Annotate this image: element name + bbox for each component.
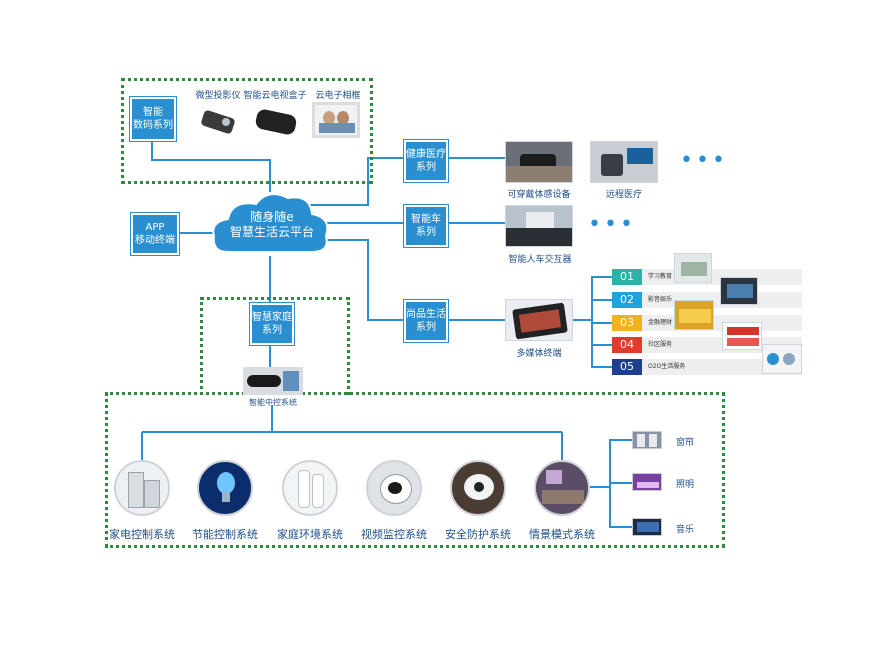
list-item-number: 03 xyxy=(612,315,642,331)
life-series-box[interactable]: 尚品生活 系列 xyxy=(403,299,449,343)
curtain-image xyxy=(632,431,662,449)
home-region xyxy=(105,392,725,548)
projector-label: 微型投影仪 xyxy=(195,91,241,101)
app-box[interactable]: APP 移动终端 xyxy=(130,212,180,256)
app-box-line2: 移动终端 xyxy=(135,235,175,246)
scene-mode-icon[interactable] xyxy=(534,460,590,516)
multimedia-terminal-image xyxy=(505,299,573,341)
energy-control-label: 节能控制系统 xyxy=(192,528,258,541)
entertainment-image xyxy=(720,277,758,305)
car-interaction-label: 智能人车交互器 xyxy=(508,255,572,265)
o2o-image xyxy=(762,344,802,374)
health-series-box[interactable]: 健康医疗 系列 xyxy=(403,139,449,183)
multimedia-terminal-label: 多媒体终端 xyxy=(516,349,562,359)
music-image xyxy=(632,518,662,536)
curtain-label: 窗帘 xyxy=(676,438,695,448)
list-item[interactable] xyxy=(612,359,802,375)
digital-region xyxy=(121,78,373,184)
home-box-line2: 系列 xyxy=(262,325,282,336)
environment-control-label: 家庭环境系统 xyxy=(277,528,343,541)
list-item-number: 02 xyxy=(612,292,642,308)
cloud-shape xyxy=(212,193,329,253)
music-label: 音乐 xyxy=(676,525,695,535)
app-box-line1: APP xyxy=(145,222,165,233)
projector-image xyxy=(192,102,242,142)
car-more-dots: ••• xyxy=(588,212,636,237)
wearable-label: 可穿戴体感设备 xyxy=(507,190,571,200)
health-box-line1: 健康医疗 xyxy=(406,149,446,160)
list-item-number: 01 xyxy=(612,269,642,285)
list-item-number: 04 xyxy=(612,337,642,353)
car-box-line1: 智能车 xyxy=(411,214,441,225)
telemedicine-label: 远程医疗 xyxy=(605,190,642,200)
life-box-line1: 尚品生活 xyxy=(406,309,446,320)
list-item-number: 05 xyxy=(612,359,642,375)
health-more-dots: ••• xyxy=(680,148,728,173)
wearable-image xyxy=(505,141,573,183)
car-series-box[interactable]: 智能车 系列 xyxy=(403,204,449,248)
tv-box-label: 智能云电视盒子 xyxy=(243,91,307,101)
appliance-control-icon[interactable] xyxy=(114,460,170,516)
community-image xyxy=(722,322,762,350)
list-item-text: 社区服务 xyxy=(648,341,673,348)
cloud-platform[interactable]: 随身随e 智慧生活云平台 xyxy=(222,210,322,240)
list-item-text: 影音娱乐 xyxy=(648,296,673,303)
central-control-label: 智能中控系统 xyxy=(249,398,297,407)
telemedicine-image xyxy=(590,141,658,183)
health-box-line2: 系列 xyxy=(416,162,436,173)
digital-box-line2: 数码系列 xyxy=(133,120,173,131)
tv-box-image xyxy=(250,102,302,142)
energy-control-icon[interactable] xyxy=(197,460,253,516)
cloud-subtitle: 智慧生活云平台 xyxy=(229,225,314,239)
lighting-image xyxy=(632,473,662,491)
home-box-line1: 智慧家庭 xyxy=(252,312,292,323)
photo-frame-label: 云电子相框 xyxy=(315,91,361,101)
digital-box-line1: 智能 xyxy=(143,107,163,118)
list-item-text: 学习教育 xyxy=(648,273,673,280)
home-region-top xyxy=(200,297,350,395)
car-interaction-image xyxy=(505,205,573,247)
car-box-line2: 系列 xyxy=(416,227,436,238)
list-item-text: O2O生活服务 xyxy=(648,363,686,370)
appliance-control-label: 家电控制系统 xyxy=(109,528,175,541)
security-protection-label: 安全防护系统 xyxy=(445,528,511,541)
home-series-box[interactable]: 智慧家庭 系列 xyxy=(249,302,295,346)
digital-series-box[interactable]: 智能 数码系列 xyxy=(129,96,177,142)
photo-frame-image xyxy=(312,102,360,138)
video-surveillance-icon[interactable] xyxy=(366,460,422,516)
life-box-line2: 系列 xyxy=(416,322,436,333)
security-protection-icon[interactable] xyxy=(450,460,506,516)
education-image xyxy=(674,253,712,283)
central-control-image xyxy=(243,367,303,395)
scene-mode-label: 情景模式系统 xyxy=(529,528,595,541)
video-surveillance-label: 视频监控系统 xyxy=(361,528,427,541)
environment-control-icon[interactable] xyxy=(282,460,338,516)
finance-image xyxy=(674,300,714,330)
cloud-title: 随身随e xyxy=(250,210,294,224)
lighting-label: 照明 xyxy=(676,480,695,490)
list-item-text: 金融理财 xyxy=(648,319,673,326)
